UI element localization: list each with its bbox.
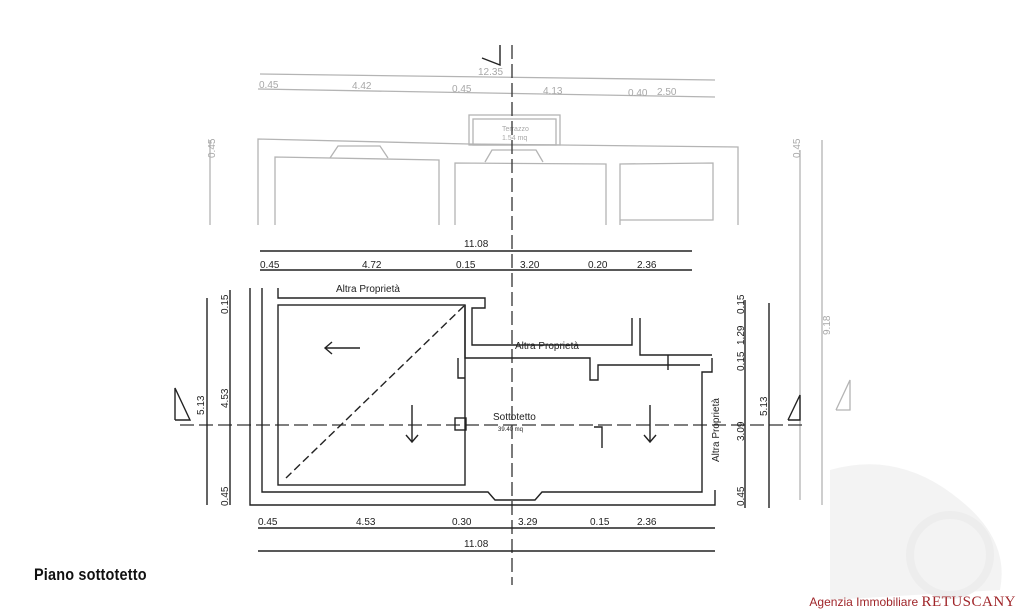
diagonal-line (285, 305, 465, 479)
other-property-label: Altra Proprietà (336, 284, 400, 295)
wall (257, 138, 739, 225)
dim: 0.15 (590, 517, 610, 528)
dim: 0.15 (736, 351, 747, 371)
wall (454, 162, 607, 225)
dim: 3.20 (520, 260, 540, 271)
section-marker-icon (787, 394, 801, 421)
dim: 0.15 (220, 294, 231, 314)
window-icon (329, 145, 389, 159)
dim: 0.15 (456, 260, 476, 271)
dim: 0.20 (588, 260, 608, 271)
arrow-icons (323, 341, 657, 444)
room-area: 39.40 mq (498, 427, 523, 433)
chimney-icon (454, 417, 467, 431)
dim: 4.53 (220, 388, 231, 408)
arrow-down-icon (643, 434, 657, 444)
dim: 0.45 (220, 486, 231, 506)
dim: 0.45 (258, 517, 278, 528)
room-outline (277, 304, 466, 486)
other-property-label: Altra Proprietà (711, 398, 722, 462)
arrow-down-icon (405, 434, 419, 444)
lower-floor-plan: 11.08 0.45 4.72 0.15 3.20 0.20 2.36 Altr… (196, 239, 770, 552)
wall (457, 358, 465, 379)
watermark-logo (830, 464, 1002, 600)
page-title: Piano sottotetto (34, 565, 147, 584)
dim: 4.13 (543, 86, 563, 97)
dim: 0.45 (207, 138, 218, 158)
terrace-area: 1.54 mq (502, 135, 527, 142)
wall (594, 426, 603, 448)
dim-total: 11.08 (464, 539, 489, 550)
upper-floor-plan: 12.35 0.45 4.42 0.45 4.13 0.40 2.50 Terr… (207, 67, 851, 505)
dim: 0.45 (260, 260, 280, 271)
dim-total: 9.18 (822, 315, 833, 335)
section-marker-icon (835, 379, 851, 411)
arrow-left-icon (323, 341, 333, 355)
dim: 0.30 (452, 517, 472, 528)
dim: 0.15 (736, 294, 747, 314)
agency-brand: RETUSCANY (921, 594, 1016, 610)
section-marker-icon (481, 45, 501, 67)
dim: 4.72 (362, 260, 382, 271)
wall (261, 288, 713, 501)
dim-total: 5.13 (759, 396, 770, 416)
dim: 0.45 (792, 138, 803, 158)
dim: 1.29 (736, 325, 747, 345)
dim-total: 12.35 (478, 67, 503, 78)
dim: 2.50 (657, 87, 677, 98)
dim: 4.42 (352, 81, 372, 92)
window-icon (484, 149, 544, 163)
wall (619, 162, 714, 225)
dim: 4.53 (356, 517, 376, 528)
agency-logo: Agenzia Immobiliare RETUSCANY (809, 594, 1016, 611)
terrace-label: Terrazzo (502, 126, 529, 133)
dim: 0.45 (736, 486, 747, 506)
dim: 2.36 (637, 517, 657, 528)
section-marker-icon (174, 387, 192, 421)
wall (639, 318, 712, 356)
dim: 2.36 (637, 260, 657, 271)
agency-prefix: Agenzia Immobiliare (809, 595, 919, 609)
wall (277, 288, 633, 346)
dim: 0.45 (259, 80, 279, 91)
dim-total: 11.08 (464, 239, 489, 250)
dim: 0.40 (628, 88, 648, 99)
wall (274, 156, 440, 225)
plan-overlay-background (182, 226, 796, 561)
dim: 3.29 (518, 517, 538, 528)
dim: 3.09 (736, 421, 747, 441)
wall (249, 288, 716, 506)
room-label: Sottotetto (493, 412, 536, 423)
dim-total: 5.13 (196, 395, 207, 415)
wall (464, 305, 700, 381)
dim: 0.45 (452, 84, 472, 95)
other-property-label: Altra Proprietà (515, 341, 579, 352)
